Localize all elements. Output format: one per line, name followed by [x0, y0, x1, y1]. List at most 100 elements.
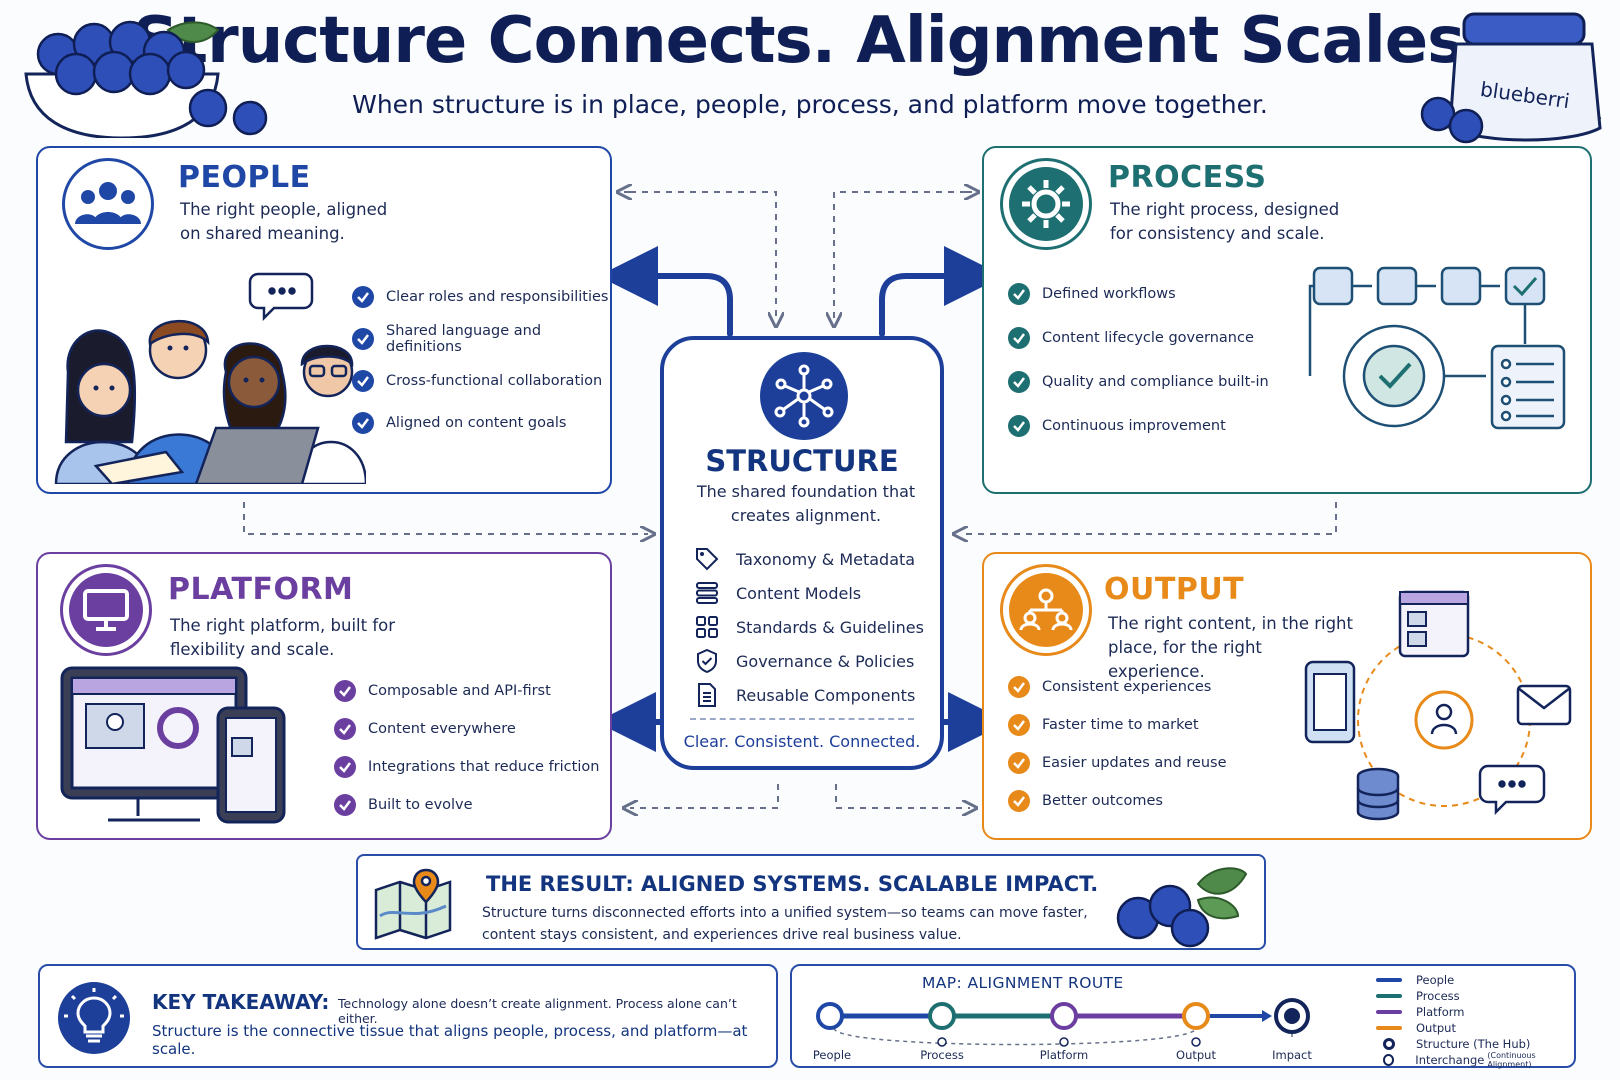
- output-description: The right content, in the right place, f…: [1108, 614, 1353, 681]
- process-item: Content lifecycle governance: [1008, 316, 1269, 360]
- grid-icon: [696, 616, 718, 638]
- check-icon: [352, 370, 374, 392]
- devices-illustration: [60, 666, 286, 824]
- route-stop-output: [1182, 1002, 1210, 1030]
- takeaway-line2: Structure is the connective tissue that …: [152, 1022, 748, 1058]
- process-item: Quality and compliance built-in: [1008, 360, 1269, 404]
- platform-item: Integrations that reduce friction: [334, 748, 599, 786]
- output-icon-badge: [1000, 564, 1092, 656]
- key-takeaway: KEY TAKEAWAY: Technology alone doesn’t c…: [38, 964, 778, 1068]
- people-panel: PEOPLE The right people, aligned on shar…: [36, 146, 612, 494]
- team-illustration: [54, 272, 366, 484]
- people-title: PEOPLE: [178, 160, 311, 195]
- check-icon: [1008, 283, 1030, 305]
- people-item: Aligned on content goals: [352, 402, 610, 444]
- route-label-people: People: [812, 1048, 852, 1062]
- check-icon: [334, 680, 356, 702]
- org-chart-icon: [1019, 588, 1073, 631]
- legend-item: Interchange(Continuous Alignment): [1376, 1051, 1574, 1069]
- structure-item: Taxonomy & Metadata: [694, 542, 924, 576]
- workflow-illustration: [1308, 266, 1566, 430]
- interchange-ring-icon: [1383, 1054, 1395, 1066]
- route-label-process: Process: [920, 1048, 964, 1062]
- structure-list: Taxonomy & Metadata Content Models Stand…: [694, 542, 924, 712]
- people-icon-badge: [62, 158, 154, 250]
- platform-description: The right platform, built for flexibilit…: [170, 616, 396, 659]
- hub-ring-icon: [1383, 1038, 1395, 1050]
- check-icon: [334, 718, 356, 740]
- output-checklist: Consistent experiences Faster time to ma…: [1008, 668, 1227, 820]
- page-title: Structure Connects. Alignment Scales.: [132, 4, 1488, 78]
- output-item: Consistent experiences: [1008, 668, 1227, 706]
- check-icon: [1008, 327, 1030, 349]
- process-panel: PROCESS The right process, designed for …: [982, 146, 1592, 494]
- stack-icon: [696, 582, 718, 604]
- check-icon: [352, 412, 374, 434]
- check-icon: [1008, 714, 1030, 736]
- blueberry-bowl-icon: [24, 20, 268, 138]
- map-title: MAP: ALIGNMENT ROUTE: [922, 974, 1124, 992]
- structure-title: STRUCTURE: [705, 444, 899, 478]
- structure-item: Content Models: [694, 576, 924, 610]
- check-icon: [334, 756, 356, 778]
- check-icon: [1008, 371, 1030, 393]
- output-item: Faster time to market: [1008, 706, 1227, 744]
- legend-item: Output: [1376, 1020, 1574, 1036]
- platform-icon-badge: [60, 564, 152, 656]
- map-pin-icon: [374, 868, 452, 940]
- process-title: PROCESS: [1108, 160, 1267, 195]
- team-icon: [75, 182, 141, 224]
- process-item: Defined workflows: [1008, 272, 1269, 316]
- result-heading: THE RESULT: ALIGNED SYSTEMS. SCALABLE IM…: [486, 872, 1099, 896]
- document-icon: [698, 683, 716, 707]
- legend-item: Structure (The Hub): [1376, 1036, 1574, 1052]
- check-icon: [1008, 790, 1030, 812]
- tag-icon: [696, 548, 719, 571]
- gear-icon: [1022, 180, 1070, 228]
- check-icon: [1008, 415, 1030, 437]
- route-label-impact: Impact: [1272, 1048, 1312, 1062]
- platform-item: Composable and API-first: [334, 672, 599, 710]
- route-stop-platform: [1050, 1002, 1078, 1030]
- output-item: Better outcomes: [1008, 782, 1227, 820]
- people-description: The right people, aligned on shared mean…: [180, 200, 388, 243]
- structure-item: Reusable Components: [694, 678, 924, 712]
- check-icon: [334, 794, 356, 816]
- platform-checklist: Composable and API-first Content everywh…: [334, 672, 599, 824]
- platform-item: Content everywhere: [334, 710, 599, 748]
- output-item: Easier updates and reuse: [1008, 744, 1227, 782]
- check-icon: [1008, 676, 1030, 698]
- shield-check-icon: [697, 648, 717, 674]
- check-icon: [352, 286, 374, 308]
- monitor-icon: [83, 589, 129, 631]
- check-icon: [1008, 752, 1030, 774]
- takeaway-heading: KEY TAKEAWAY:: [152, 990, 330, 1014]
- output-title: OUTPUT: [1104, 572, 1245, 607]
- alignment-route-map: MAP: ALIGNMENT ROUTE People Process Plat…: [790, 964, 1576, 1069]
- check-icon: [352, 328, 374, 350]
- takeaway-line1: Technology alone doesn’t create alignmen…: [338, 996, 737, 1026]
- omnichannel-illustration: [1304, 590, 1572, 821]
- network-hub-icon: [760, 352, 848, 440]
- structure-tagline: Clear. Consistent. Connected.: [683, 732, 921, 751]
- platform-panel: PLATFORM The right platform, built for f…: [36, 552, 612, 840]
- result-text: Structure turns disconnected efforts int…: [482, 905, 1088, 943]
- result-banner: THE RESULT: ALIGNED SYSTEMS. SCALABLE IM…: [356, 854, 1266, 950]
- structure-divider: [690, 718, 914, 720]
- process-description: The right process, designed for consiste…: [1110, 200, 1340, 243]
- people-item: Cross-functional collaboration: [352, 360, 610, 402]
- people-checklist: Clear roles and responsibilities Shared …: [352, 276, 610, 444]
- process-item: Continuous improvement: [1008, 404, 1269, 448]
- process-checklist: Defined workflows Content lifecycle gove…: [1008, 272, 1269, 448]
- route-stop-people: [816, 1002, 844, 1030]
- route-line: [816, 998, 1310, 1047]
- map-legend: People Process Platform Output Structure…: [1376, 972, 1574, 1069]
- structure-hub: STRUCTURE The shared foundation that cre…: [660, 336, 944, 770]
- people-item: Shared language and definitions: [352, 318, 610, 360]
- legend-item: People: [1376, 972, 1574, 988]
- legend-item: Platform: [1376, 1004, 1574, 1020]
- structure-item: Standards & Guidelines: [694, 610, 924, 644]
- blueberri-jar-icon: blueberri: [1420, 12, 1602, 144]
- route-label-platform: Platform: [1039, 1048, 1089, 1062]
